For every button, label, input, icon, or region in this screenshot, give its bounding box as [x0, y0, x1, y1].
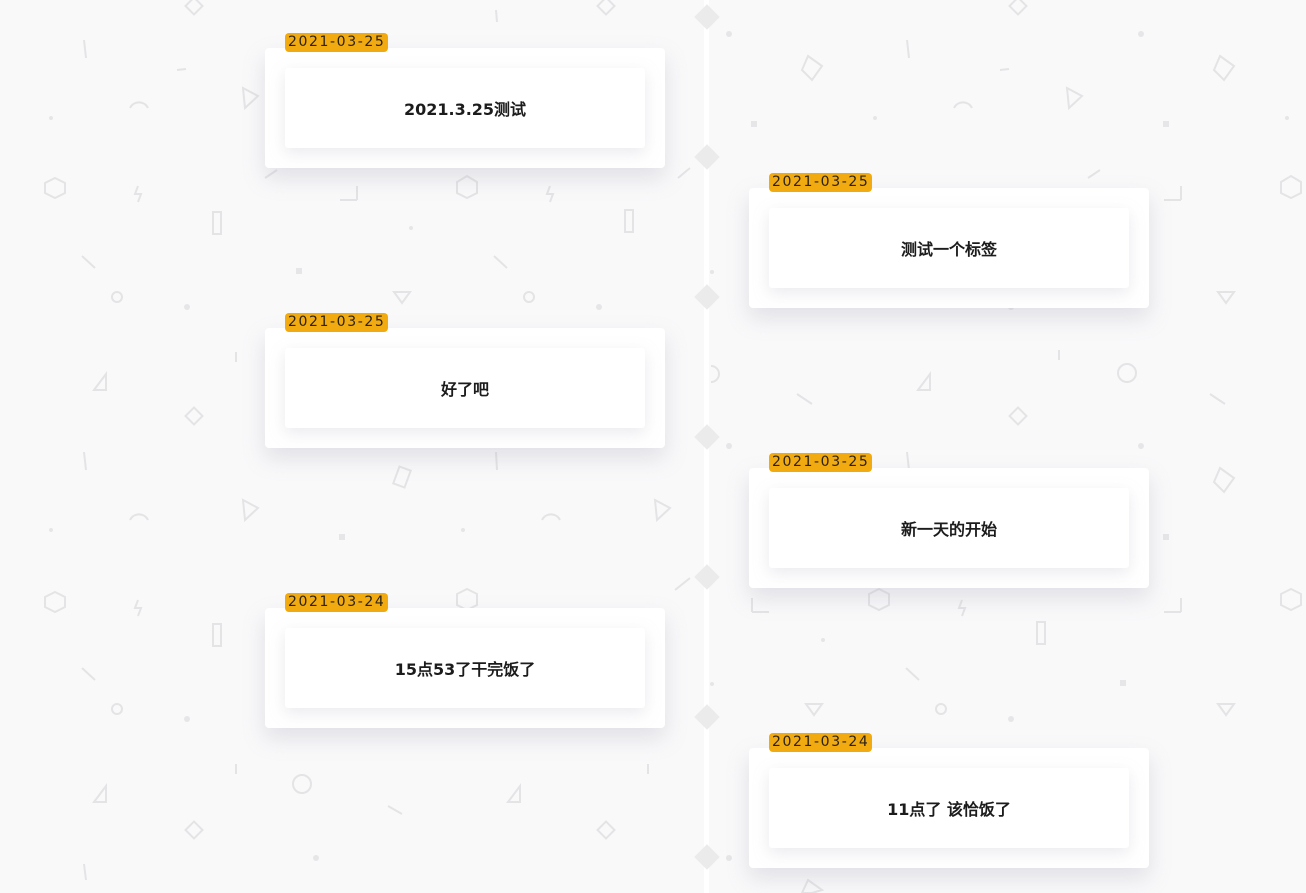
entry-text: 测试一个标签: [900, 240, 997, 259]
date-badge: 2021-03-25: [769, 173, 873, 192]
entry-content: 好了吧: [285, 348, 645, 428]
timeline-entry-card[interactable]: 2021-03-25 测试一个标签: [749, 173, 1149, 308]
date-badge: 2021-03-24: [285, 593, 389, 612]
entry-text: 15点53了干完饭了: [394, 660, 536, 679]
date-badge: 2021-03-24: [769, 733, 873, 752]
entry-content: 11点了 该恰饭了: [769, 768, 1129, 848]
timeline-entry-card[interactable]: 2021-03-25 2021.3.25测试: [265, 33, 665, 168]
entry-content: 新一天的开始: [769, 488, 1129, 568]
date-badge: 2021-03-25: [769, 453, 873, 472]
date-badge: 2021-03-25: [285, 33, 389, 52]
entry-content: 测试一个标签: [769, 208, 1129, 288]
date-badge: 2021-03-25: [285, 313, 389, 332]
entry-text: 好了吧: [440, 380, 489, 399]
timeline-entry-card[interactable]: 2021-03-24 11点了 该恰饭了: [749, 733, 1149, 868]
entry-text: 新一天的开始: [900, 520, 997, 539]
entry-text: 2021.3.25测试: [403, 100, 527, 119]
timeline-entry-card[interactable]: 2021-03-24 15点53了干完饭了: [265, 593, 665, 728]
entry-content: 15点53了干完饭了: [285, 628, 645, 708]
entry-content: 2021.3.25测试: [285, 68, 645, 148]
entry-text: 11点了 该恰饭了: [887, 800, 1011, 819]
timeline-entry-card[interactable]: 2021-03-25 好了吧: [265, 313, 665, 448]
timeline-entry-card[interactable]: 2021-03-25 新一天的开始: [749, 453, 1149, 588]
